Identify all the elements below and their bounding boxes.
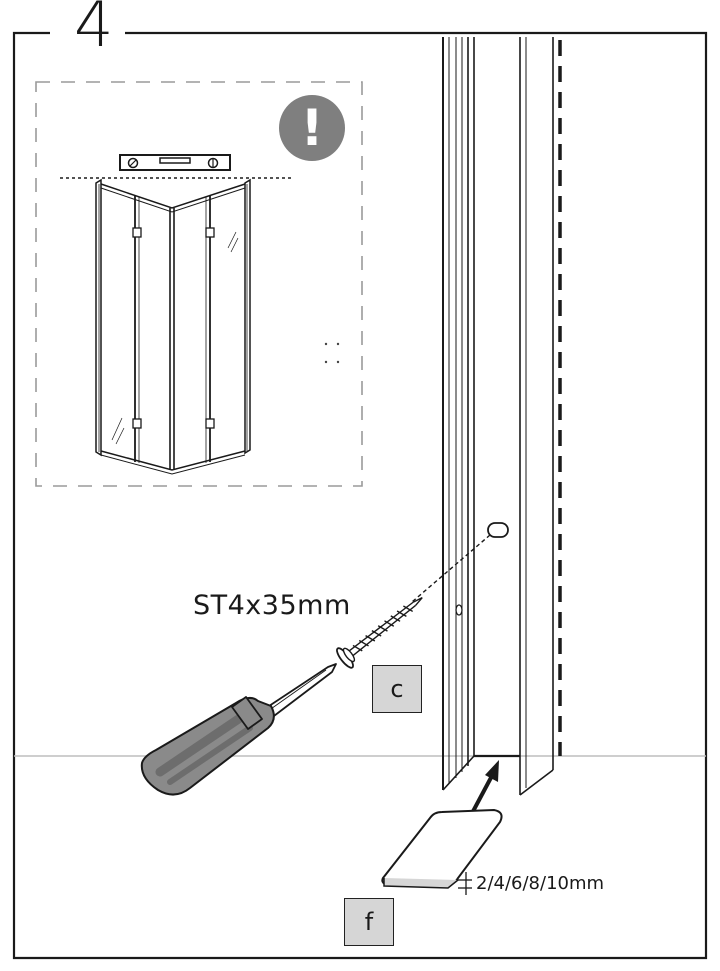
detail-box — [35, 81, 363, 487]
part-label-f: f — [344, 898, 394, 946]
screw-icon — [336, 597, 423, 669]
detail-dots — [324, 342, 340, 364]
part-label-c: c — [372, 665, 422, 713]
insert-arrow-icon — [468, 760, 499, 818]
screw-spec-label: ST4x35mm — [193, 590, 351, 621]
warning-icon: ! — [279, 95, 345, 161]
step-number: 4 — [62, 0, 126, 56]
shim-thickness-label: 2/4/6/8/10mm — [476, 873, 605, 894]
screwdriver-icon — [140, 663, 337, 796]
screw-trajectory — [411, 534, 491, 603]
shower-enclosure — [95, 178, 251, 475]
shim-block-icon — [381, 808, 503, 889]
wall-profile — [442, 37, 554, 796]
spirit-level-icon — [119, 154, 231, 171]
step-frame — [12, 31, 708, 960]
screw-hole — [487, 522, 509, 538]
thickness-indicator — [458, 872, 472, 895]
